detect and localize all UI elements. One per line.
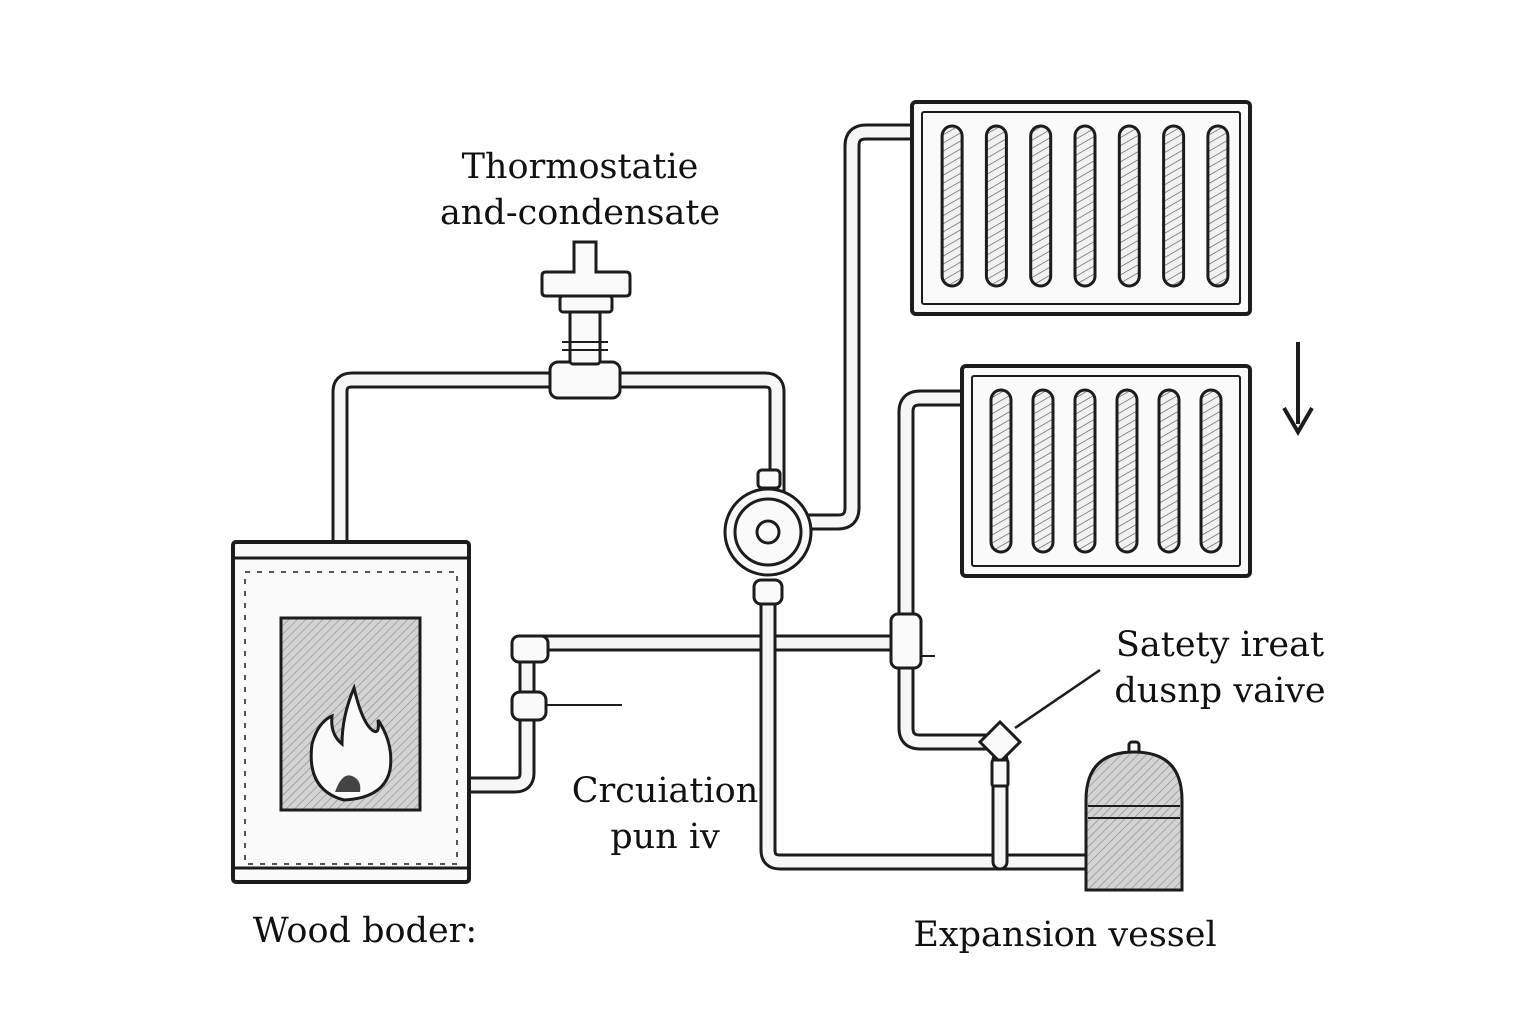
radiator-fin: [989, 388, 1013, 554]
safety-valve-icon: [977, 668, 1101, 788]
radiator-fin: [1117, 124, 1141, 288]
elbow-fitting: [510, 634, 550, 664]
wood-boiler-icon: [231, 540, 471, 884]
radiator-fin: [1162, 124, 1186, 288]
radiator-fin: [1031, 388, 1055, 554]
label-safety-valve-line1: Satety ireat: [1115, 625, 1325, 665]
label-thermostatic-valve-line1: Thormostatie: [461, 147, 699, 187]
radiator-fin: [1115, 388, 1139, 554]
radiator-fin: [1206, 124, 1230, 288]
radiator-fin: [1199, 388, 1223, 554]
lower-radiator-fins: [989, 388, 1223, 554]
label-safety-valve-line2: dusnp vaive: [1114, 671, 1326, 711]
circulation-pump-icon: [723, 468, 813, 606]
radiator-fin: [984, 124, 1008, 288]
label-thermostatic-valve: Thormostatie and-condensate: [440, 144, 720, 236]
radiator-fin: [1029, 124, 1053, 288]
label-circulation-pump-line2: pun iv: [610, 817, 720, 857]
label-circulation-pump-line1: Crcuiation: [571, 771, 759, 811]
supply-pipe: [331, 371, 786, 554]
radiator-fin: [1073, 124, 1097, 288]
thermostatic-valve-icon: [540, 240, 632, 400]
radiator-fin: [1073, 388, 1097, 554]
radiator-lower-icon: [960, 364, 1252, 578]
radiator-upper-icon: [910, 100, 1252, 316]
flame-icon: [309, 683, 393, 802]
label-expansion-vessel: Expansion vessel: [913, 915, 1217, 955]
expansion-vessel-icon: [1084, 740, 1184, 892]
label-circulation-pump: Crcuiation pun iv: [560, 768, 770, 860]
coupling-fitting: [510, 690, 548, 722]
fittings: [510, 612, 923, 722]
upper-radiator-fins: [940, 124, 1230, 288]
radiator-fin: [1157, 388, 1181, 554]
label-thermostatic-valve-line2: and-condensate: [440, 193, 721, 233]
tee-fitting: [889, 612, 923, 670]
label-wood-boiler: Wood boder:: [252, 911, 478, 951]
label-safety-valve: Satety ireat dusnp vaive: [1100, 622, 1340, 714]
flow-arrow-down-icon: [1282, 342, 1314, 436]
radiator-fin: [940, 124, 964, 288]
